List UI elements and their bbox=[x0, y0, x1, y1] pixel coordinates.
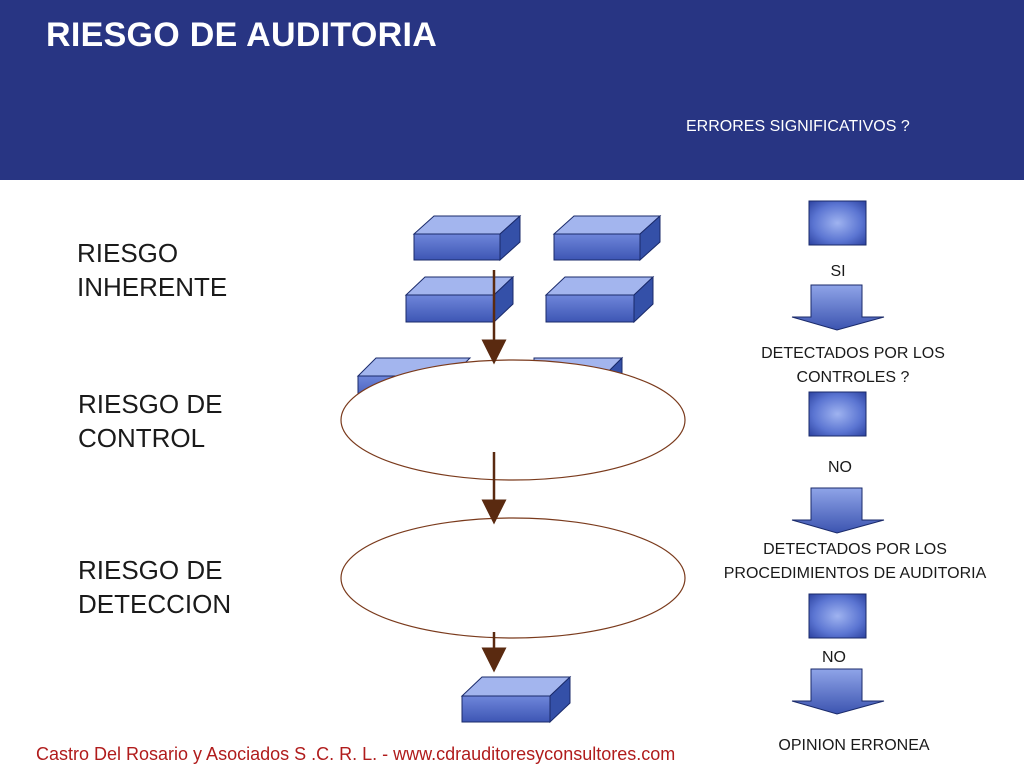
box-top-right bbox=[552, 214, 662, 262]
label-line: CONTROL bbox=[78, 423, 206, 453]
label-line: RIESGO DE bbox=[78, 389, 223, 419]
label-line: INHERENTE bbox=[77, 272, 228, 302]
label-line: RIESGO bbox=[77, 238, 179, 268]
answer-si: SI bbox=[830, 263, 846, 280]
header-question: ERRORES SIGNIFICATIVOS ? bbox=[686, 118, 910, 135]
label-riesgo-deteccion: RIESGO DE DETECCION bbox=[78, 553, 231, 621]
detection-filter-ellipse bbox=[340, 517, 686, 639]
box-mid-right bbox=[544, 275, 655, 324]
question-procedimientos: DETECTADOS POR LOS PROCEDIMIENTOS DE AUD… bbox=[688, 538, 1022, 586]
slide-title: RIESGO DE AUDITORIA bbox=[46, 16, 438, 54]
question-line: DETECTADOS POR LOS bbox=[763, 541, 947, 558]
label-line: DETECCION bbox=[78, 589, 232, 619]
answer-no-1: NO bbox=[828, 459, 852, 476]
square-icon-controls bbox=[808, 391, 867, 437]
label-line: RIESGO DE bbox=[78, 555, 223, 585]
box-result bbox=[460, 675, 572, 724]
down-arrow-icon-2 bbox=[791, 487, 885, 534]
control-filter-ellipse bbox=[340, 359, 686, 481]
box-top-left bbox=[412, 214, 522, 262]
box-mid-left bbox=[404, 275, 515, 324]
label-riesgo-inherente: RIESGO INHERENTE bbox=[77, 236, 227, 304]
square-icon-procedures bbox=[808, 593, 867, 639]
down-arrow-icon-1 bbox=[791, 284, 885, 331]
question-line: PROCEDIMIENTOS DE AUDITORIA bbox=[723, 565, 987, 582]
question-line: CONTROLES ? bbox=[796, 369, 910, 386]
down-arrow-icon-3 bbox=[791, 668, 885, 715]
question-line: DETECTADOS POR LOS bbox=[761, 345, 945, 362]
label-riesgo-control: RIESGO DE CONTROL bbox=[78, 387, 222, 455]
square-icon-errors bbox=[808, 200, 867, 246]
header-banner bbox=[0, 0, 1024, 180]
answer-no-2: NO bbox=[822, 649, 846, 666]
result-opinion-erronea: OPINION ERRONEA bbox=[778, 737, 930, 754]
footer-credit: Castro Del Rosario y Asociados S .C. R. … bbox=[36, 744, 676, 764]
question-controles: DETECTADOS POR LOS CONTROLES ? bbox=[728, 342, 978, 390]
